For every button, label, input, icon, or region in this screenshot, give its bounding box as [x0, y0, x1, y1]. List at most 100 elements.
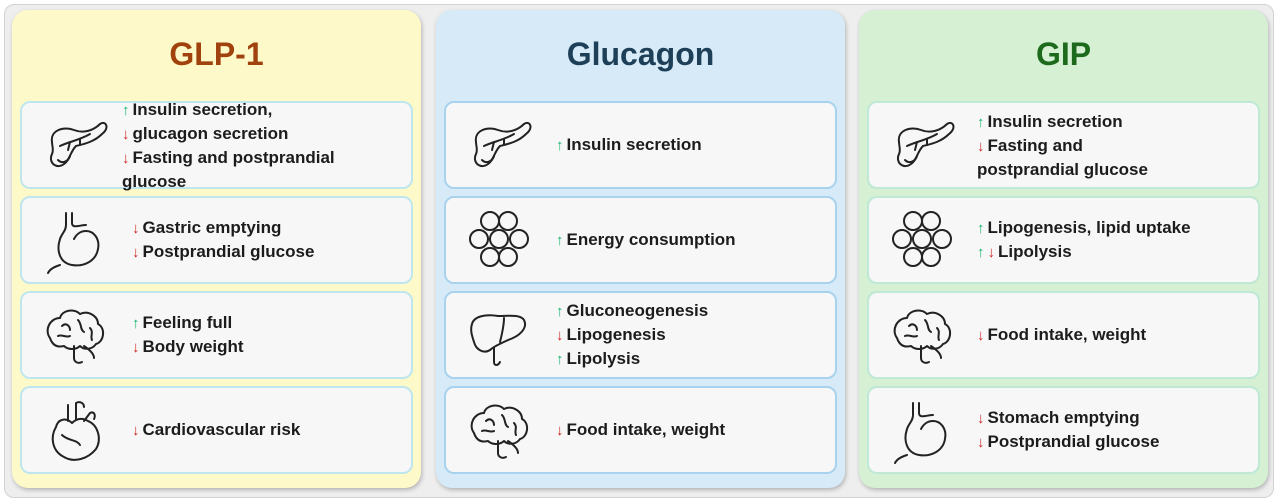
- pancreas-icon: [40, 112, 110, 182]
- effect-text: ↑Lipogenesis, lipid uptake↑↓Lipolysis: [977, 198, 1248, 282]
- effect-label: Postprandial glucose: [142, 242, 315, 261]
- up-arrow-icon: ↑: [977, 220, 985, 237]
- down-arrow-icon: ↓: [122, 125, 130, 143]
- liver-icon: [464, 302, 534, 372]
- effect-text: ↓Food intake, weight: [977, 293, 1248, 377]
- down-arrow-icon: ↓: [987, 244, 996, 261]
- effect-label: Feeling full: [142, 313, 233, 332]
- up-arrow-icon: ↑: [122, 101, 130, 119]
- effect-line: ↓Body weight: [132, 335, 401, 359]
- adipocytes-icon: [464, 207, 534, 277]
- effect-label: Postprandial glucose: [987, 432, 1160, 451]
- effect-line: ↓Food intake, weight: [556, 418, 825, 442]
- heart-icon: [40, 397, 110, 467]
- pancreas-icon: [464, 112, 534, 182]
- effect-label: Gluconeogenesis: [566, 301, 709, 320]
- up-arrow-icon: ↑: [556, 351, 564, 368]
- effect-text: ↑Insulin secretion,↓glucagon secretion↓F…: [122, 100, 401, 191]
- effect-line: ↓glucagon secretion: [122, 122, 401, 146]
- effect-text: ↓Gastric emptying↓Postprandial glucose: [132, 198, 401, 282]
- effect-label: Stomach emptying: [987, 408, 1140, 427]
- effect-line: ↑↓Lipolysis: [977, 240, 1248, 264]
- stomach-icon: [887, 397, 957, 467]
- effect-text: ↓Stomach emptying↓Postprandial glucose: [977, 388, 1248, 472]
- effect-label: Food intake, weight: [987, 325, 1147, 344]
- brain-icon: [40, 302, 110, 372]
- up-arrow-icon: ↑: [556, 303, 564, 320]
- effect-line: glucose: [122, 170, 401, 193]
- effect-card: ↑Feeling full↓Body weight: [20, 291, 413, 379]
- effect-label: Insulin secretion,: [132, 99, 273, 119]
- effect-card: ↓Cardiovascular risk: [20, 386, 413, 474]
- effect-line: ↓Food intake, weight: [977, 323, 1248, 347]
- effect-line: ↓Cardiovascular risk: [132, 418, 401, 442]
- effect-text: ↑Feeling full↓Body weight: [132, 293, 401, 377]
- panel-glp1: GLP-1 ↑Insulin secretion,↓glucagon secre…: [12, 10, 421, 488]
- effect-label: Lipogenesis: [566, 325, 666, 344]
- effect-label: glucagon secretion: [132, 123, 289, 143]
- effect-line: ↓Fasting and postprandial: [122, 146, 401, 170]
- up-arrow-icon: ↑: [977, 113, 985, 131]
- down-arrow-icon: ↓: [132, 339, 140, 356]
- effect-card: ↑Lipogenesis, lipid uptake↑↓Lipolysis: [867, 196, 1260, 284]
- effect-line: ↓Postprandial glucose: [132, 240, 401, 264]
- effect-text: ↑Gluconeogenesis↓Lipogenesis↑Lipolysis: [556, 293, 825, 377]
- effect-label: Fasting and postprandial: [132, 147, 335, 167]
- pancreas-icon: [887, 112, 957, 182]
- effect-text: ↓Cardiovascular risk: [132, 388, 401, 472]
- down-arrow-icon: ↓: [977, 410, 985, 427]
- effect-line: ↑Gluconeogenesis: [556, 299, 825, 323]
- effect-card: ↓Food intake, weight: [444, 386, 837, 474]
- effect-label: Body weight: [142, 337, 244, 356]
- effect-card: ↑Energy consumption: [444, 196, 837, 284]
- effect-line: ↓Gastric emptying: [132, 216, 401, 240]
- effect-label: Cardiovascular risk: [142, 420, 301, 439]
- brain-icon: [464, 397, 534, 467]
- effect-line: ↓Lipogenesis: [556, 323, 825, 347]
- effect-card: ↑Insulin secretion: [444, 101, 837, 189]
- effect-card: ↑Gluconeogenesis↓Lipogenesis↑Lipolysis: [444, 291, 837, 379]
- effect-card: ↓Stomach emptying↓Postprandial glucose: [867, 386, 1260, 474]
- effect-line: ↑Lipolysis: [556, 347, 825, 371]
- effect-line: postprandial glucose: [977, 158, 1248, 181]
- effect-label: glucose: [122, 171, 187, 191]
- panel-title: GIP: [1035, 36, 1092, 72]
- effect-card: ↑Insulin secretion,↓glucagon secretion↓F…: [20, 100, 413, 191]
- effect-label: Fasting and: [987, 135, 1083, 155]
- effect-label: Food intake, weight: [566, 420, 726, 439]
- panel-title: GLP-1: [169, 36, 264, 72]
- effect-line: ↑Insulin secretion: [977, 110, 1248, 134]
- down-arrow-icon: ↓: [132, 220, 140, 237]
- up-arrow-icon: ↑: [977, 244, 985, 261]
- effect-label: Insulin secretion: [987, 111, 1123, 131]
- effect-line: ↓Stomach emptying: [977, 406, 1248, 430]
- adipocytes-icon: [887, 207, 957, 277]
- panel-title: Glucagon: [566, 36, 715, 72]
- effect-card: ↓Food intake, weight: [867, 291, 1260, 379]
- effect-line: ↑Insulin secretion,: [122, 98, 401, 122]
- up-arrow-icon: ↑: [556, 137, 564, 154]
- effect-card: ↓Gastric emptying↓Postprandial glucose: [20, 196, 413, 284]
- effect-text: ↓Food intake, weight: [556, 388, 825, 472]
- panel-glucagon: Glucagon ↑Insulin secretion↑Energy consu…: [436, 10, 845, 488]
- stomach-icon: [40, 207, 110, 277]
- down-arrow-icon: ↓: [132, 244, 140, 261]
- effect-label: Lipolysis: [998, 242, 1072, 261]
- effect-label: Energy consumption: [566, 230, 736, 249]
- down-arrow-icon: ↓: [977, 434, 985, 451]
- effect-text: ↑Insulin secretion: [556, 103, 825, 187]
- effect-line: ↓Postprandial glucose: [977, 430, 1248, 454]
- effect-label: Gastric emptying: [142, 218, 282, 237]
- up-arrow-icon: ↑: [132, 315, 140, 332]
- effect-line: ↑Energy consumption: [556, 228, 825, 252]
- down-arrow-icon: ↓: [556, 327, 564, 344]
- effect-label: Insulin secretion: [566, 135, 702, 154]
- brain-icon: [887, 302, 957, 372]
- effect-line: ↑Feeling full: [132, 311, 401, 335]
- effect-line: ↑Lipogenesis, lipid uptake: [977, 216, 1248, 240]
- effect-label: postprandial glucose: [977, 159, 1148, 179]
- down-arrow-icon: ↓: [556, 422, 564, 439]
